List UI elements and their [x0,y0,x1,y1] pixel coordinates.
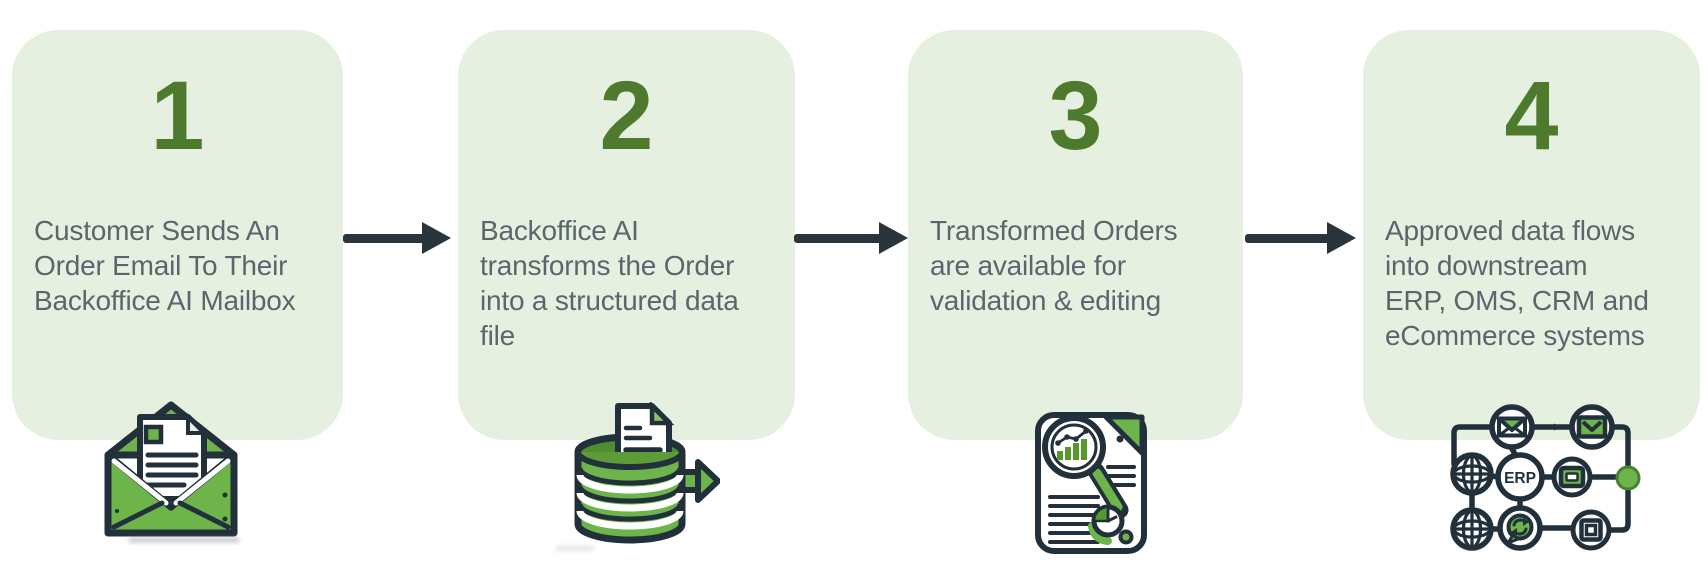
step-card-3: 3 Transformed Orders are available for v… [908,30,1243,440]
globe-node-2 [1450,507,1494,551]
stamp-square [143,424,164,445]
trend-line [1057,429,1087,445]
open-envelope-letter-icon [104,401,238,537]
folded-corner [1103,414,1145,456]
mail-green-node [1569,404,1615,450]
blurred-caption-artifact [128,537,240,543]
arrow-shaft [794,234,882,243]
bar-2 [1065,447,1071,460]
blurred-mark-artifact [556,546,594,551]
flow-arrow-icon [343,222,451,254]
step-card-2: 2 Backoffice AI transforms the Order int… [458,30,795,440]
accent-dot [1118,529,1134,545]
flow-arrow-icon [794,222,908,254]
clock-pie-icon [1088,504,1125,545]
package-node [1570,509,1612,551]
arrow-head [422,222,451,254]
arrow-shaft [1245,234,1330,243]
step-number: 1 [150,61,205,170]
step-number: 4 [1504,61,1559,170]
step-number: 3 [1048,61,1103,170]
arrow-shaft [343,234,425,243]
erp-label: ERP [1504,470,1536,487]
bar-4 [1081,439,1087,460]
step-description: Approved data flows into downstream ERP,… [1385,214,1649,351]
flow-arrow-icon [1245,222,1356,254]
envelope-pocket [104,451,238,537]
bar-1 [1057,451,1063,460]
globe-node [1450,452,1494,496]
mail-node [1489,404,1535,450]
erp-node: ERP [1495,452,1545,502]
step-card-4: 4 Approved data flows into downstream ER… [1363,30,1700,440]
arrow-head [1327,222,1356,254]
magnifier-icon [1042,415,1129,519]
step-description: Customer Sends An Order Email To Their B… [34,214,296,316]
edge-arrowhead [1554,423,1561,431]
step-description: Backoffice AI transforms the Order into … [480,214,739,351]
screen-node [1551,456,1593,498]
hub-dot [1615,465,1641,491]
integration-network-icon: ERP [1450,404,1641,551]
sync-bubble-node [1497,505,1543,551]
cylinder-body [574,451,686,544]
database-export-icon [574,402,720,544]
report-magnifier-chart-icon [1035,412,1147,554]
step-number: 2 [599,61,654,170]
step-card-1: 1 Customer Sends An Order Email To Their… [12,30,343,440]
arrow-head [879,222,908,254]
step-description: Transformed Orders are available for val… [930,214,1178,316]
bar-3 [1073,443,1079,460]
